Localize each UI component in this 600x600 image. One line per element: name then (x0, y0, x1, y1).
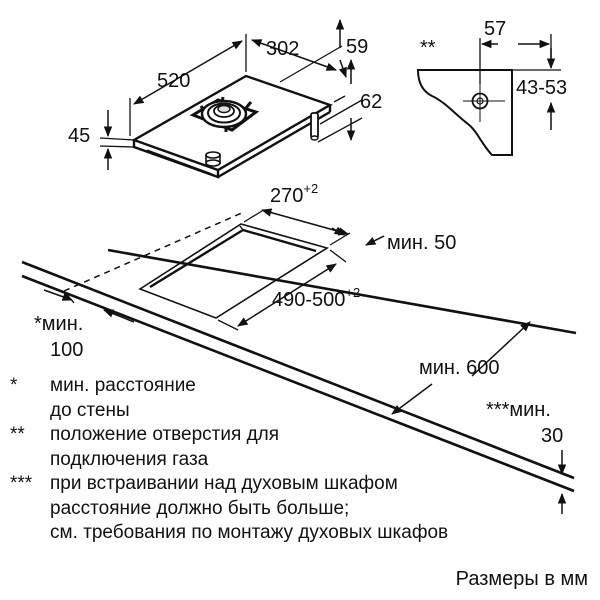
legend-text: до стены (50, 399, 130, 421)
legend-text: мин. расстояние (50, 375, 196, 396)
dim-59-label: 59 (346, 36, 368, 58)
dim-520-label: 520 (157, 70, 190, 92)
dimension-59: 59 (279, 18, 368, 125)
dim-min-100-label-b: 100 (50, 339, 83, 361)
dimension-min-600: мин. 600 (391, 321, 531, 415)
dim-min-600-label: мин. 600 (419, 357, 499, 379)
burner-with-pan-support (189, 96, 260, 132)
dimension-490-500: 490-500+2 (217, 249, 360, 331)
dimension-302: 302 (251, 38, 346, 103)
dim-43-53-label: 43-53 (516, 77, 567, 99)
dimension-min-30: ***мин. 30 (486, 399, 567, 514)
dimension-62: 62 (317, 58, 382, 143)
dim-min-100-label-a: *мин. (34, 313, 83, 335)
dim-490-500-label: 490-500+2 (272, 285, 360, 311)
control-knob (205, 151, 221, 167)
dim-62-label: 62 (360, 91, 382, 113)
dim-min-50-label: мин. 50 (387, 232, 456, 254)
gas-mark: ** (420, 37, 436, 59)
dim-min-30-label-a: ***мин. (486, 399, 551, 421)
gas-connection-detail: ** 57 43-53 (416, 18, 567, 156)
legend-text: см. требования по монтажу духовых шкафов (50, 522, 449, 543)
dim-57-label: 57 (484, 18, 506, 40)
dimension-45: 45 (68, 110, 135, 170)
dimension-520: 520 (129, 34, 247, 136)
cooktop-drawing (131, 74, 333, 179)
units-note: Размеры в мм (455, 568, 588, 590)
legend-item: ** положение отверстия для подключения г… (10, 423, 590, 472)
dimension-min-100: *мин. 100 (34, 289, 135, 361)
legend-item: * мин. расстояние до стены (10, 374, 590, 423)
legend-text: подключения газа (50, 448, 209, 470)
legend-text: при встраивании над духовым шкафом (50, 473, 398, 494)
legend-text: расстояние должно быть больше; (50, 497, 350, 519)
legend-mark: *** (10, 473, 33, 494)
legend-mark: ** (10, 424, 25, 445)
dim-270-label: 270+2 (270, 181, 318, 207)
legend-text: положение отверстия для (50, 424, 280, 445)
dim-302-label: 302 (266, 38, 299, 60)
countertop-cutout (138, 223, 329, 319)
legend: * мин. расстояние до стены ** положение … (10, 374, 590, 546)
dim-45-label: 45 (68, 125, 90, 147)
legend-item: *** при встраивании над духовым шкафом р… (10, 472, 590, 546)
gas-outlet-profile (416, 69, 513, 156)
countertop-front-edge (21, 260, 575, 480)
dimension-min-50: мин. 50 (331, 226, 456, 254)
dimension-270: 270+2 (243, 181, 351, 246)
legend-mark: * (10, 375, 18, 396)
dim-min-30-label-b: 30 (541, 425, 563, 447)
cooktop-leg (310, 112, 319, 139)
cooktop-front-edge (132, 140, 220, 179)
